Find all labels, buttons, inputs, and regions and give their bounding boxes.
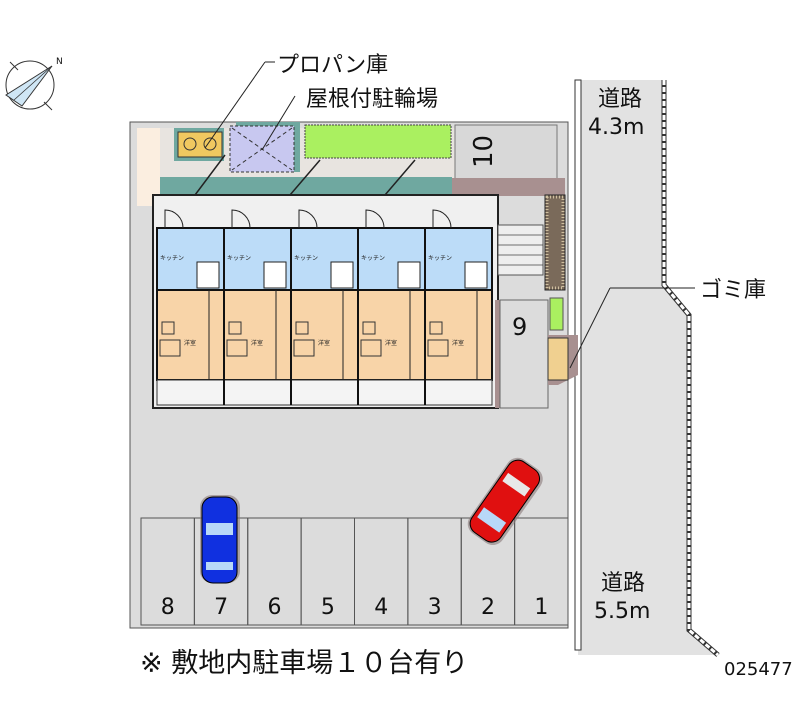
room-label: 洋室 (251, 339, 263, 347)
parking-slot-10: 10 (454, 124, 558, 181)
bathroom (196, 261, 220, 289)
furniture-icon (362, 321, 376, 335)
door-icon (231, 209, 251, 229)
furniture-icon (293, 339, 315, 357)
road-bottom-name: 道路 (601, 571, 645, 596)
garbage-storage (547, 335, 578, 385)
parking-slot-number: 4 (374, 595, 388, 620)
kitchen-label: キッチン (294, 255, 318, 262)
footer-note: ※ 敷地内駐車場１０台有り (140, 648, 468, 679)
room-label: 洋室 (385, 339, 397, 347)
parking-slot-number: 6 (267, 595, 281, 620)
door-icon (432, 209, 452, 229)
door-icon (298, 209, 318, 229)
furniture-icon (429, 321, 443, 335)
furniture-icon (360, 339, 382, 357)
furniture-icon (427, 339, 449, 357)
bathroom (397, 261, 421, 289)
garbage-label: ゴミ庫 (700, 278, 766, 303)
bathroom (464, 261, 488, 289)
road-bottom-width: 5.5m (594, 599, 650, 624)
bicycle-parking (229, 122, 300, 173)
parking-slot-number: 1 (534, 595, 548, 620)
propane-label: プロパン庫 (277, 53, 388, 78)
svg-text:10: 10 (469, 135, 499, 168)
furniture-icon (295, 321, 309, 335)
parking-slot-number: 5 (321, 595, 335, 620)
kitchen-label: キッチン (227, 255, 251, 262)
parking-slots: 8 7 6 5 4 3 2 1 (140, 517, 569, 626)
furniture-icon (161, 321, 175, 335)
road-top-name: 道路 (598, 87, 642, 112)
kitchen-label: キッチン (428, 255, 452, 262)
kitchen-label: キッチン (160, 255, 184, 262)
road (574, 79, 720, 657)
room-label: 洋室 (318, 339, 330, 347)
furniture-icon (228, 321, 242, 335)
bicycle-parking-label: 屋根付駐輪場 (306, 87, 438, 112)
parking-slot-number: 3 (428, 595, 442, 620)
svg-text:9: 9 (512, 313, 527, 341)
bicycle-leader-line (261, 95, 296, 151)
property-id: 025477 (724, 659, 793, 680)
bathroom (263, 261, 287, 289)
parking-slot-9: 9 (495, 299, 549, 409)
door-icon (164, 209, 184, 229)
compass-north-label: N (56, 57, 63, 67)
bathroom (330, 261, 354, 289)
kitchen-label: キッチン (361, 255, 385, 262)
parking-slot-number: 8 (161, 595, 175, 620)
road-top-width: 4.3m (588, 115, 644, 140)
propane-storage (174, 128, 224, 161)
door-icon (365, 209, 385, 229)
room-label: 洋室 (184, 339, 196, 347)
garbage-leader-line (569, 287, 611, 369)
car-red-icon (467, 457, 543, 546)
small-hedge (549, 297, 564, 331)
room-label: 洋室 (452, 339, 464, 347)
compass-icon: N (5, 57, 63, 111)
roof-band (160, 177, 452, 197)
furniture-icon (226, 339, 248, 357)
parking-slot-number: 2 (481, 595, 495, 620)
car-blue-icon (200, 495, 240, 584)
parking-slot (514, 517, 569, 626)
furniture-icon (159, 339, 181, 357)
parking-slot-number: 7 (214, 595, 228, 620)
hedge (304, 124, 452, 159)
propane-leader-line (204, 61, 266, 149)
